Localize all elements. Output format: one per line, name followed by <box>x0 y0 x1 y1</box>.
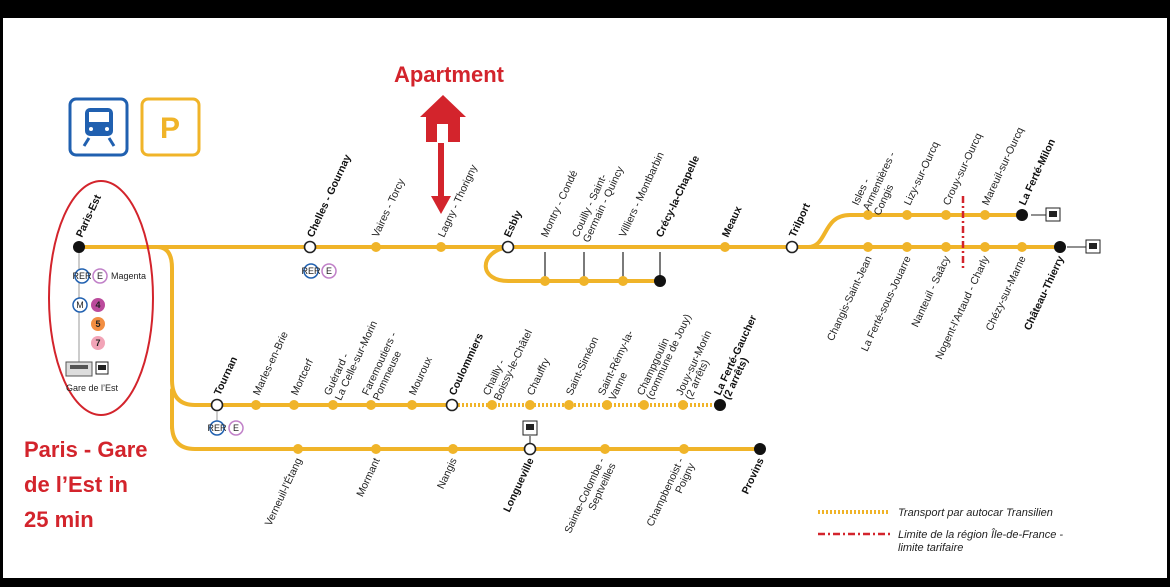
svg-text:RER: RER <box>72 271 92 281</box>
svg-text:RER: RER <box>301 266 321 276</box>
hub-stations <box>210 240 799 456</box>
chelles-e-badge: E <box>321 263 337 279</box>
parking-icon: P <box>140 97 201 157</box>
gare-est-train-icon <box>65 361 109 377</box>
station-dots <box>251 210 1027 454</box>
paris-gare-note-line1: Paris - Gare <box>24 437 148 462</box>
house-icon <box>420 95 466 142</box>
line-provins <box>170 423 762 451</box>
legend-autocar-label: Transport par autocar Transilien <box>898 507 1053 519</box>
svg-text:7: 7 <box>95 338 100 348</box>
metro-4-badge: 4 <box>91 298 105 312</box>
rail-lines <box>77 213 1062 451</box>
bus-icon <box>1031 207 1061 222</box>
metro-badge: M <box>72 297 88 313</box>
metro-5-badge: 5 <box>91 317 105 331</box>
legend-limit-label: Limite de la région Île-de-France -limit… <box>898 528 1063 554</box>
chelles-rer-badge: RER <box>301 263 321 279</box>
svg-text:RER: RER <box>207 423 227 433</box>
metro-7-badge: 7 <box>91 336 105 350</box>
down-arrow-icon <box>431 143 451 214</box>
line-crecy <box>483 245 662 284</box>
line-ferte-milon <box>806 213 1024 249</box>
magenta-label: Magenta <box>111 271 146 281</box>
train-icon <box>68 97 129 157</box>
svg-text:M: M <box>76 300 84 310</box>
line-coulommiers <box>155 245 454 407</box>
rer-e-badge: E <box>92 268 108 284</box>
paris-gare-note-line3: 25 min <box>24 507 94 532</box>
svg-text:4: 4 <box>95 300 100 310</box>
tournan-rer-badge: RER <box>207 420 227 436</box>
terminus-dots <box>73 209 1066 455</box>
svg-text:E: E <box>233 423 239 433</box>
paris-gare-note-line2: de l’Est in <box>24 472 128 497</box>
gare-est-label: Gare de l’Est <box>66 383 119 393</box>
bus-icon <box>522 420 538 443</box>
tournan-e-badge: E <box>228 420 244 436</box>
parking-letter: P <box>160 112 180 145</box>
apartment-label: Apartment <box>394 62 505 87</box>
bus-icon <box>1067 239 1101 254</box>
svg-text:E: E <box>97 271 103 281</box>
paris-est-highlight <box>48 180 154 416</box>
svg-text:5: 5 <box>95 319 100 329</box>
svg-text:E: E <box>326 266 332 276</box>
rer-badge: RER <box>72 268 92 284</box>
